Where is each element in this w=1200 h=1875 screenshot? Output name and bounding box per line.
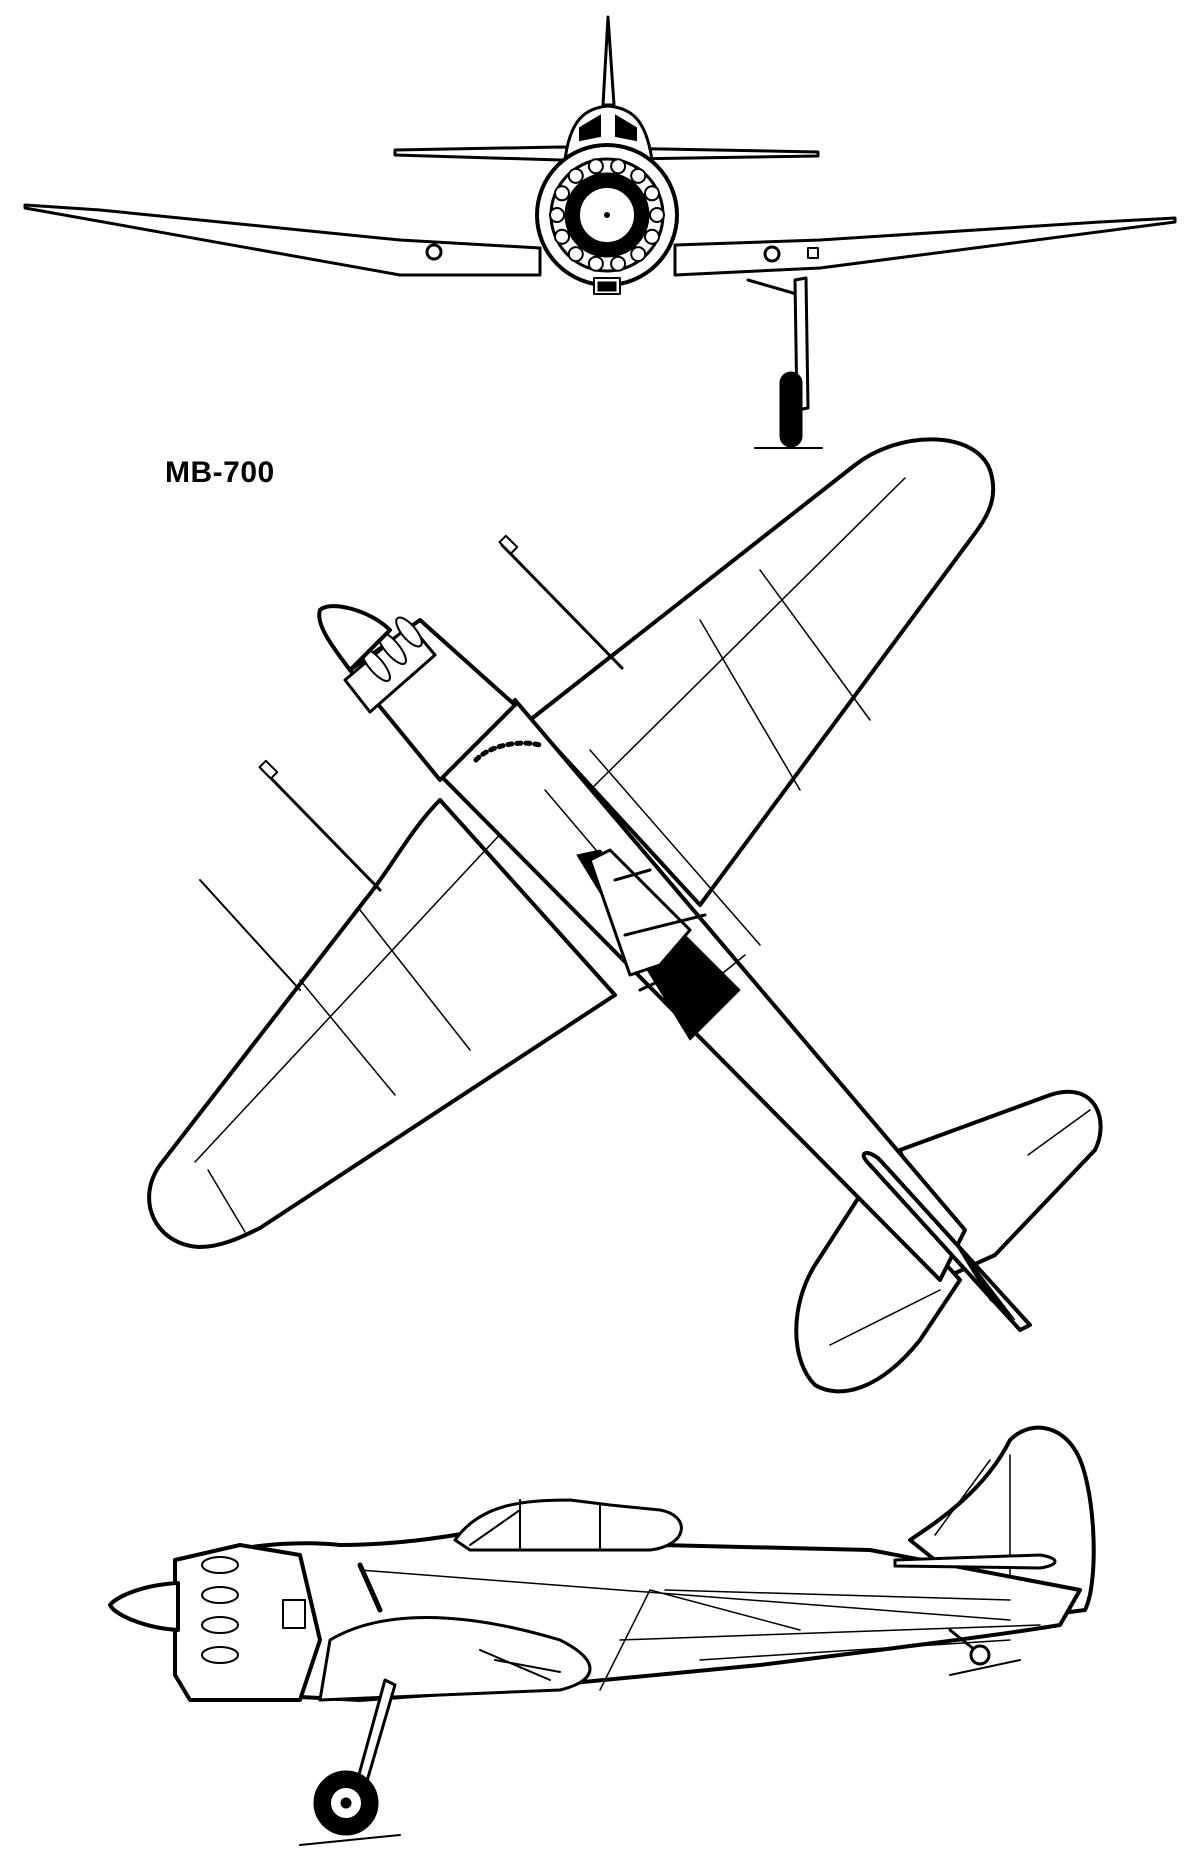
top-pitot-tube (199, 879, 301, 991)
side-tailplane (893, 1553, 1057, 1570)
front-right-gun-port (763, 245, 781, 263)
front-right-wing (673, 216, 1177, 277)
front-cylinders (549, 158, 665, 272)
top-view (147, 437, 1103, 1394)
front-cylinder-head (630, 167, 647, 184)
front-fin (601, 15, 616, 107)
front-wheel (779, 371, 803, 448)
front-cylinder-head (587, 255, 604, 272)
side-tail-ground-line (949, 1659, 1021, 1676)
front-cylinder-head (554, 185, 570, 202)
side-cylinder-4 (201, 1646, 239, 1664)
front-cylinder-head (610, 255, 627, 272)
top-canopy-bars (613, 868, 707, 992)
top-left-wing (147, 798, 617, 1249)
top-cylinder-3 (395, 616, 423, 648)
top-rudder (949, 1234, 1016, 1321)
front-cylinder-head (549, 207, 565, 223)
side-wing-root (318, 1616, 592, 1702)
side-canopy-frames (469, 1499, 601, 1551)
side-ground-line (299, 1834, 401, 1846)
side-fuselage-panel-lines (359, 1569, 1041, 1691)
side-cylinder-3 (201, 1616, 239, 1634)
side-main-wheel-axle (340, 1797, 352, 1809)
front-canopy-glass-left (579, 114, 601, 142)
front-left-wing (23, 203, 542, 277)
side-exhaust-stains (479, 1649, 561, 1681)
front-canopy-glass-right (615, 114, 637, 142)
top-exhaust-stubs (473, 740, 543, 763)
side-view (108, 1425, 1096, 1846)
front-cylinder-head (630, 246, 647, 263)
side-cylinder-2 (201, 1586, 239, 1604)
front-cylinder-head (567, 246, 584, 263)
front-cylinder-head (554, 228, 570, 245)
side-cylinder-1 (201, 1556, 239, 1574)
front-cylinder-head (644, 185, 660, 202)
front-air-intake-opening (597, 281, 617, 292)
top-tailplane-elevator-lines (829, 1109, 1091, 1346)
front-cylinder-head (567, 167, 584, 184)
front-cylinder-head (610, 158, 627, 175)
side-tail-wheel (969, 1644, 991, 1666)
side-canopy (453, 1498, 683, 1552)
top-right-gun-muzzle (498, 534, 519, 555)
top-left-aileron-tip (207, 1169, 246, 1233)
front-pitot (807, 247, 819, 259)
top-right-wing-panel-lines (579, 477, 906, 801)
top-spinner (317, 604, 392, 672)
front-cylinder-head (649, 207, 665, 223)
top-left-tailplane (794, 1178, 962, 1394)
top-right-wing (528, 437, 996, 907)
front-left-gun-port (425, 243, 443, 261)
aircraft-designation: MB-700 (165, 456, 275, 489)
front-spinner-tip (604, 212, 610, 218)
front-view (23, 15, 1177, 449)
top-right-gun-barrel (500, 543, 624, 670)
top-left-gun-barrel (261, 768, 382, 892)
side-tail-wheel-strut (948, 1628, 977, 1652)
top-left-gun-muzzle (258, 759, 279, 780)
front-cylinder-head (587, 158, 604, 175)
side-spinner (108, 1581, 180, 1632)
side-cowl-flap (357, 1562, 383, 1613)
side-exhaust-box (282, 1599, 306, 1629)
front-cylinder-head (644, 228, 660, 245)
